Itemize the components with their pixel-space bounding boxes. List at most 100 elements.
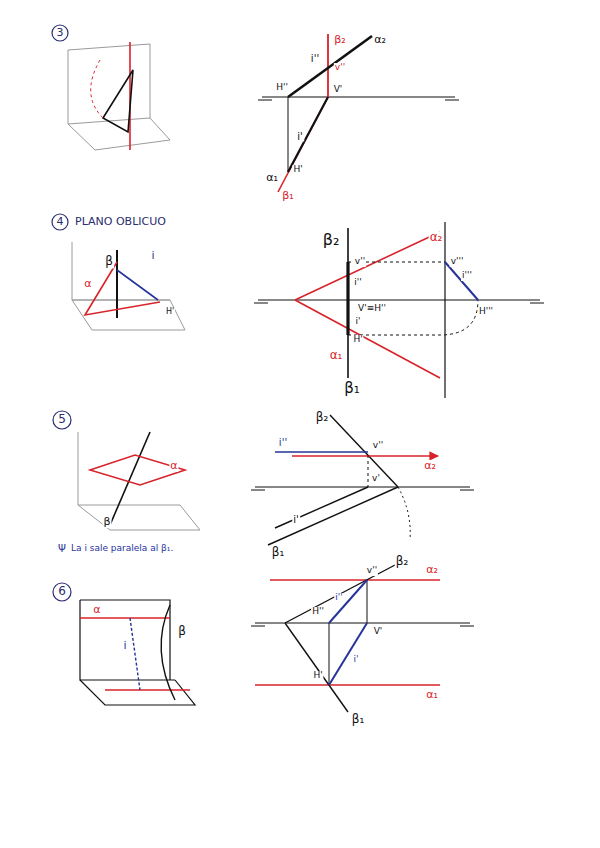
projection-3-part	[288, 97, 289, 172]
sketch-5	[78, 432, 200, 530]
projection-6	[251, 565, 474, 712]
point-label: i''	[334, 593, 343, 603]
sketch-3-part	[103, 70, 133, 132]
point-label: v'	[371, 474, 381, 484]
point-label: H''	[311, 607, 325, 617]
projection-5-part	[251, 490, 265, 491]
point-label: i''	[353, 278, 362, 288]
point-label: β₂	[333, 34, 346, 46]
note-text: La i sale paralela al β₁.	[70, 544, 174, 554]
point-label: α₂	[425, 564, 439, 576]
sketch-3-part-part	[150, 118, 170, 140]
point-label: α	[92, 604, 101, 616]
projection-6-part	[285, 565, 395, 623]
projection-6-part	[367, 580, 368, 623]
number-circle-part	[52, 214, 68, 230]
point-label: H''	[275, 83, 289, 93]
sketch-5-part	[90, 455, 185, 485]
projection-4-part	[254, 303, 268, 304]
point-label: V'≡H''	[357, 304, 387, 314]
point-label: i'	[292, 514, 300, 525]
point-label: i	[150, 250, 155, 262]
point-label: β₂	[322, 231, 341, 249]
sketch-6-part-part	[80, 680, 195, 705]
sketch-6	[80, 600, 195, 705]
projection-3-part	[327, 34, 329, 97]
point-label: β₁	[351, 713, 365, 726]
projection-5	[251, 415, 474, 545]
sketch-6-part	[161, 605, 175, 700]
projection-5-part	[330, 415, 398, 487]
point-label: v''	[334, 63, 346, 73]
sketch-3-part-part	[68, 44, 150, 124]
point-label: H'''	[478, 307, 494, 317]
projection-4-part	[295, 232, 440, 300]
point-label: H'	[165, 308, 175, 317]
number-circle-part	[53, 411, 71, 429]
point-label: β	[177, 625, 187, 638]
point-label: i''	[310, 53, 320, 64]
projection-4-part	[347, 228, 349, 378]
sketch-6-part-part	[80, 600, 170, 680]
section-heading: 3	[56, 27, 65, 39]
sketch-5-part-part	[78, 505, 200, 530]
projection-6-part	[285, 623, 348, 712]
point-label: V'	[333, 85, 344, 95]
projection-5-part	[460, 490, 474, 491]
point-label: H'	[292, 165, 303, 175]
projection-4-part	[348, 300, 478, 335]
projection-4-part	[346, 262, 349, 335]
point-label: i	[122, 640, 127, 652]
sketch-3-part	[91, 60, 103, 118]
point-label: α₁	[265, 172, 279, 184]
sketch-4-part	[72, 242, 185, 330]
point-label: V'	[373, 627, 384, 637]
point-label: i'	[296, 131, 304, 142]
sketch-4-part	[117, 280, 118, 300]
sketch-4	[72, 242, 185, 330]
projection-6-part	[251, 626, 265, 627]
projection-4-part	[258, 299, 540, 300]
sketch-3-part-part	[68, 124, 95, 150]
projection-5-part	[368, 455, 369, 487]
projection-3-part	[445, 100, 459, 101]
point-label: β₂	[315, 411, 329, 424]
projection-3-part	[278, 97, 328, 192]
section-heading: PLANO OBLICUO	[74, 216, 167, 228]
projection-6-part	[270, 579, 440, 581]
sketch-6-part	[80, 617, 170, 619]
projection-5-part	[268, 487, 398, 545]
projection-4-part	[444, 222, 445, 398]
projection-3-part	[288, 97, 328, 172]
sketch-3-part-part	[95, 140, 170, 150]
projection-3-part	[288, 36, 372, 97]
projection-6-part	[255, 684, 440, 686]
projection-5-part	[255, 486, 470, 487]
sketch-4-part	[116, 250, 118, 318]
projection-3	[258, 34, 459, 192]
projection-6-part	[329, 580, 367, 623]
point-label: H'	[312, 671, 323, 681]
point-label: α	[83, 278, 92, 290]
point-label: β₁	[271, 546, 285, 559]
sketch-4-part	[85, 262, 160, 315]
section-heading: 6	[57, 585, 67, 598]
projection-4	[254, 222, 544, 398]
sketch-6-part	[80, 600, 195, 705]
projection-4-part	[445, 262, 478, 300]
point-label: β	[102, 516, 111, 528]
sketch-6-part	[130, 618, 140, 690]
projection-3-part	[258, 100, 272, 101]
sketch-4-part	[117, 270, 158, 300]
point-label: H'	[352, 335, 363, 345]
sketch-3	[68, 42, 170, 150]
projection-5-part	[275, 487, 368, 528]
section-heading: 5	[57, 413, 67, 426]
sketch-6-part	[105, 689, 190, 691]
projection-4-part	[295, 300, 440, 378]
projection-6-part	[329, 623, 367, 685]
point-label: v'''	[450, 257, 465, 267]
point-label: β₁	[343, 380, 361, 397]
number-circle-part	[52, 25, 68, 41]
